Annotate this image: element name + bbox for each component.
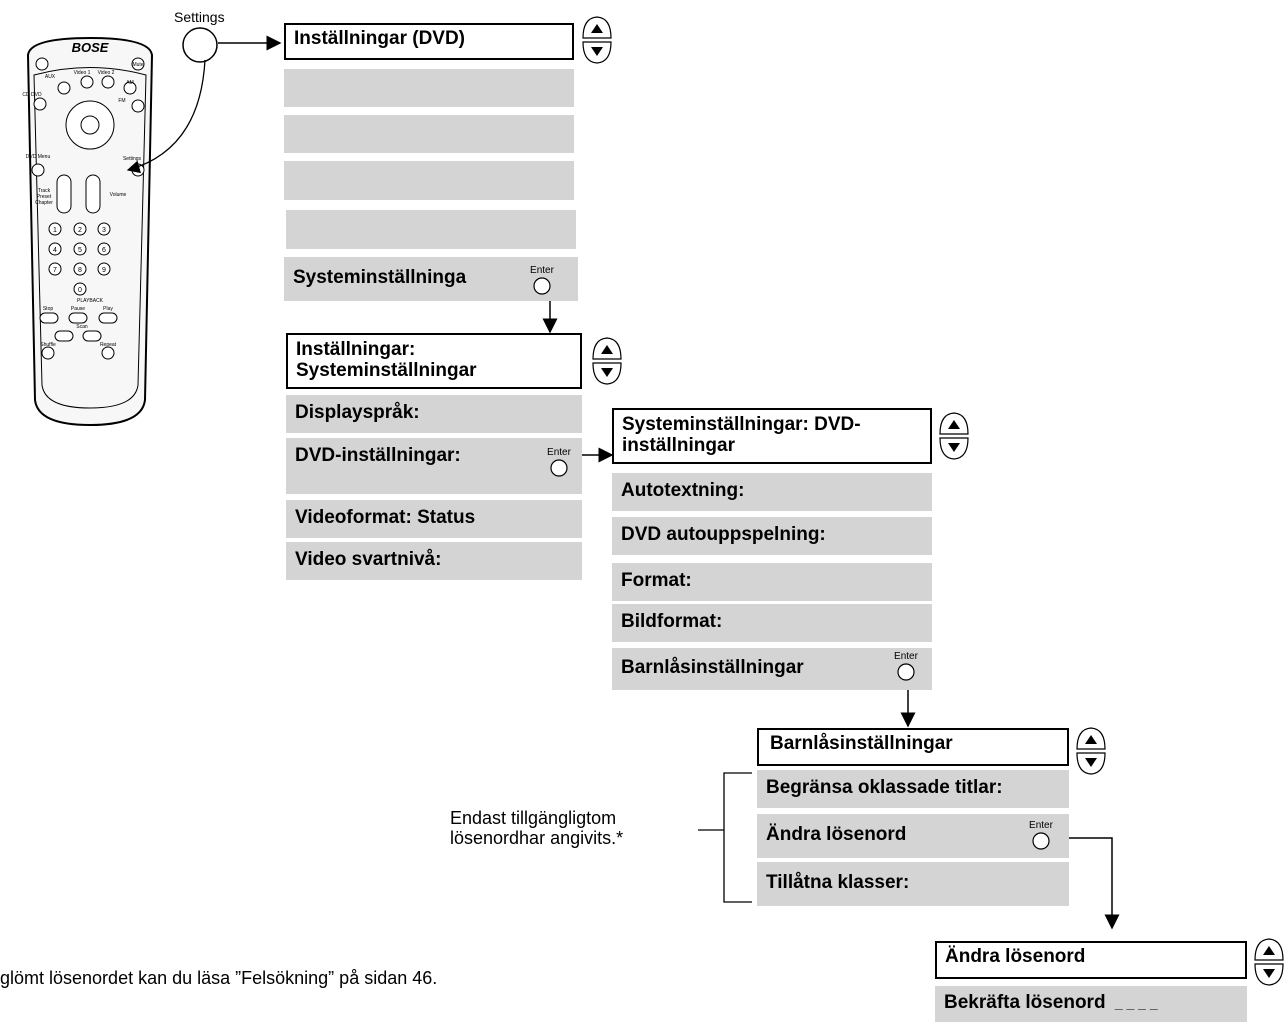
footnote-text: glömt lösenordet kan du läsa ”Felsökning…	[0, 968, 438, 988]
menu3-title: Systeminställningar: DVD- inställningar	[612, 408, 932, 464]
up-down-arrows-icon	[592, 337, 622, 385]
svg-text:8: 8	[78, 267, 82, 274]
settings-callout-label: Settings	[174, 9, 225, 25]
menu4-item-change-password-label: Ändra lösenord	[766, 824, 907, 845]
menu2-title-line2: Systeminställningar	[296, 360, 477, 381]
menu5-password-placeholder: _ _ _ _	[1114, 995, 1158, 1011]
svg-text:7: 7	[53, 267, 57, 274]
availability-note-line1: Endast tillgängligtom	[450, 808, 617, 828]
enter-icon: Enter	[547, 447, 572, 477]
menu3-title-line2: inställningar	[622, 435, 735, 456]
up-down-arrows-icon	[1254, 938, 1284, 986]
menu3-item-dvd-autoplay[interactable]: DVD autouppspelning:	[612, 517, 932, 555]
key-aux-label: AUX	[45, 74, 56, 80]
menu1-system-settings-label: Systeminställninga	[293, 267, 467, 288]
key-am-label: AM	[126, 80, 134, 86]
menu3-item-autosubtitles[interactable]: Autotextning:	[612, 473, 932, 511]
availability-note: Endast tillgängligtom lösenordhar angivi…	[450, 808, 623, 848]
menu1-blank-row	[284, 161, 574, 200]
menu5-title: Ändra lösenord	[935, 941, 1247, 979]
key-chapter-label: Chapter	[35, 200, 53, 206]
enter-icon: Enter	[1029, 820, 1054, 850]
key-settings-label: Settings	[123, 156, 142, 162]
svg-text:9: 9	[102, 267, 106, 274]
menu4-title: Barnlåsinställningar	[757, 728, 1069, 766]
menu1-blank-row	[284, 115, 574, 153]
svg-text:0: 0	[78, 287, 82, 294]
up-down-arrows-icon	[939, 412, 969, 460]
menu3-item-parental-lock[interactable]: Barnlåsinställningar	[612, 648, 932, 690]
menu2-item-video-format[interactable]: Videoformat: Status	[286, 500, 582, 538]
menu2-title-line1: Inställningar:	[296, 339, 416, 360]
menu3-item-parental-lock-label: Barnlåsinställningar	[621, 657, 804, 678]
key-dvd-menu-label: DVD Menu	[26, 154, 51, 160]
key-video1-label: Video 1	[74, 70, 91, 76]
key-pause-label: Pause	[71, 306, 85, 312]
svg-text:Enter: Enter	[1029, 820, 1054, 831]
menu3-title-line1: Systeminställningar: DVD-	[622, 414, 861, 435]
key-mute-label: Mute	[132, 62, 143, 68]
svg-text:Enter: Enter	[894, 651, 919, 662]
key-shuffle-label: Shuffle	[40, 342, 56, 348]
svg-text:Enter: Enter	[547, 447, 572, 458]
svg-text:4: 4	[53, 247, 57, 254]
enter-icon: Enter	[530, 265, 555, 295]
menu2-item-display-language[interactable]: Displayspråk:	[286, 395, 582, 433]
key-repeat-label: Repeat	[100, 342, 117, 348]
key-cd-dvd-label: CD DVD	[22, 92, 42, 98]
key-track-label: Track	[38, 188, 51, 194]
remote-control: BOSE Mute AUX Video 1 Video 2 AM FM CD D…	[22, 36, 154, 427]
key-preset-label: Preset	[37, 194, 52, 200]
settings-button-icon[interactable]	[180, 25, 220, 65]
availability-note-line2: lösenordhar angivits.*	[450, 828, 624, 848]
menu2-item-video-black-level[interactable]: Video svartnivå:	[286, 542, 582, 580]
menu3-item-aspect-ratio[interactable]: Bildformat:	[612, 604, 932, 642]
svg-text:5: 5	[78, 247, 82, 254]
menu1-system-settings-item[interactable]: Systeminställninga	[284, 257, 578, 301]
menu1-blank-row	[286, 210, 576, 249]
svg-text:Enter: Enter	[530, 265, 555, 276]
menu1-title: Inställningar (DVD)	[284, 23, 574, 60]
menu5-item-confirm-password-label: Bekräfta lösenord	[944, 992, 1106, 1013]
up-down-arrows-icon	[1076, 727, 1106, 775]
menu2-item-dvd-settings-label: DVD-inställningar:	[295, 445, 461, 466]
menu5-item-confirm-password[interactable]: Bekräfta lösenord _ _ _ _	[935, 986, 1247, 1022]
menu2-item-dvd-settings[interactable]: DVD-inställningar:	[286, 438, 582, 494]
menu1-blank-row	[284, 69, 574, 107]
key-volume-label: Volume	[110, 192, 127, 198]
menu4-item-change-password[interactable]: Ändra lösenord	[757, 814, 1069, 858]
key-scan-label: Scan	[76, 324, 88, 330]
svg-text:2: 2	[78, 227, 82, 234]
menu3-item-format[interactable]: Format:	[612, 563, 932, 601]
svg-text:6: 6	[102, 247, 106, 254]
svg-text:3: 3	[102, 227, 106, 234]
menu4-item-allowed-ratings[interactable]: Tillåtna klasser:	[757, 862, 1069, 906]
key-fm-label: FM	[118, 98, 125, 104]
menu2-title: Inställningar: Systeminställningar	[286, 333, 582, 389]
enter-icon: Enter	[894, 651, 919, 681]
svg-text:1: 1	[53, 227, 57, 234]
key-stop-label: Stop	[43, 306, 54, 312]
key-playback-label: PLAYBACK	[77, 298, 104, 304]
menu4-item-restrict-unrated[interactable]: Begränsa oklassade titlar:	[757, 770, 1069, 808]
remote-brand-logo: BOSE	[72, 40, 109, 55]
up-down-arrows-icon	[582, 16, 612, 64]
key-play-label: Play	[103, 306, 113, 312]
key-video2-label: Video 2	[98, 70, 115, 76]
